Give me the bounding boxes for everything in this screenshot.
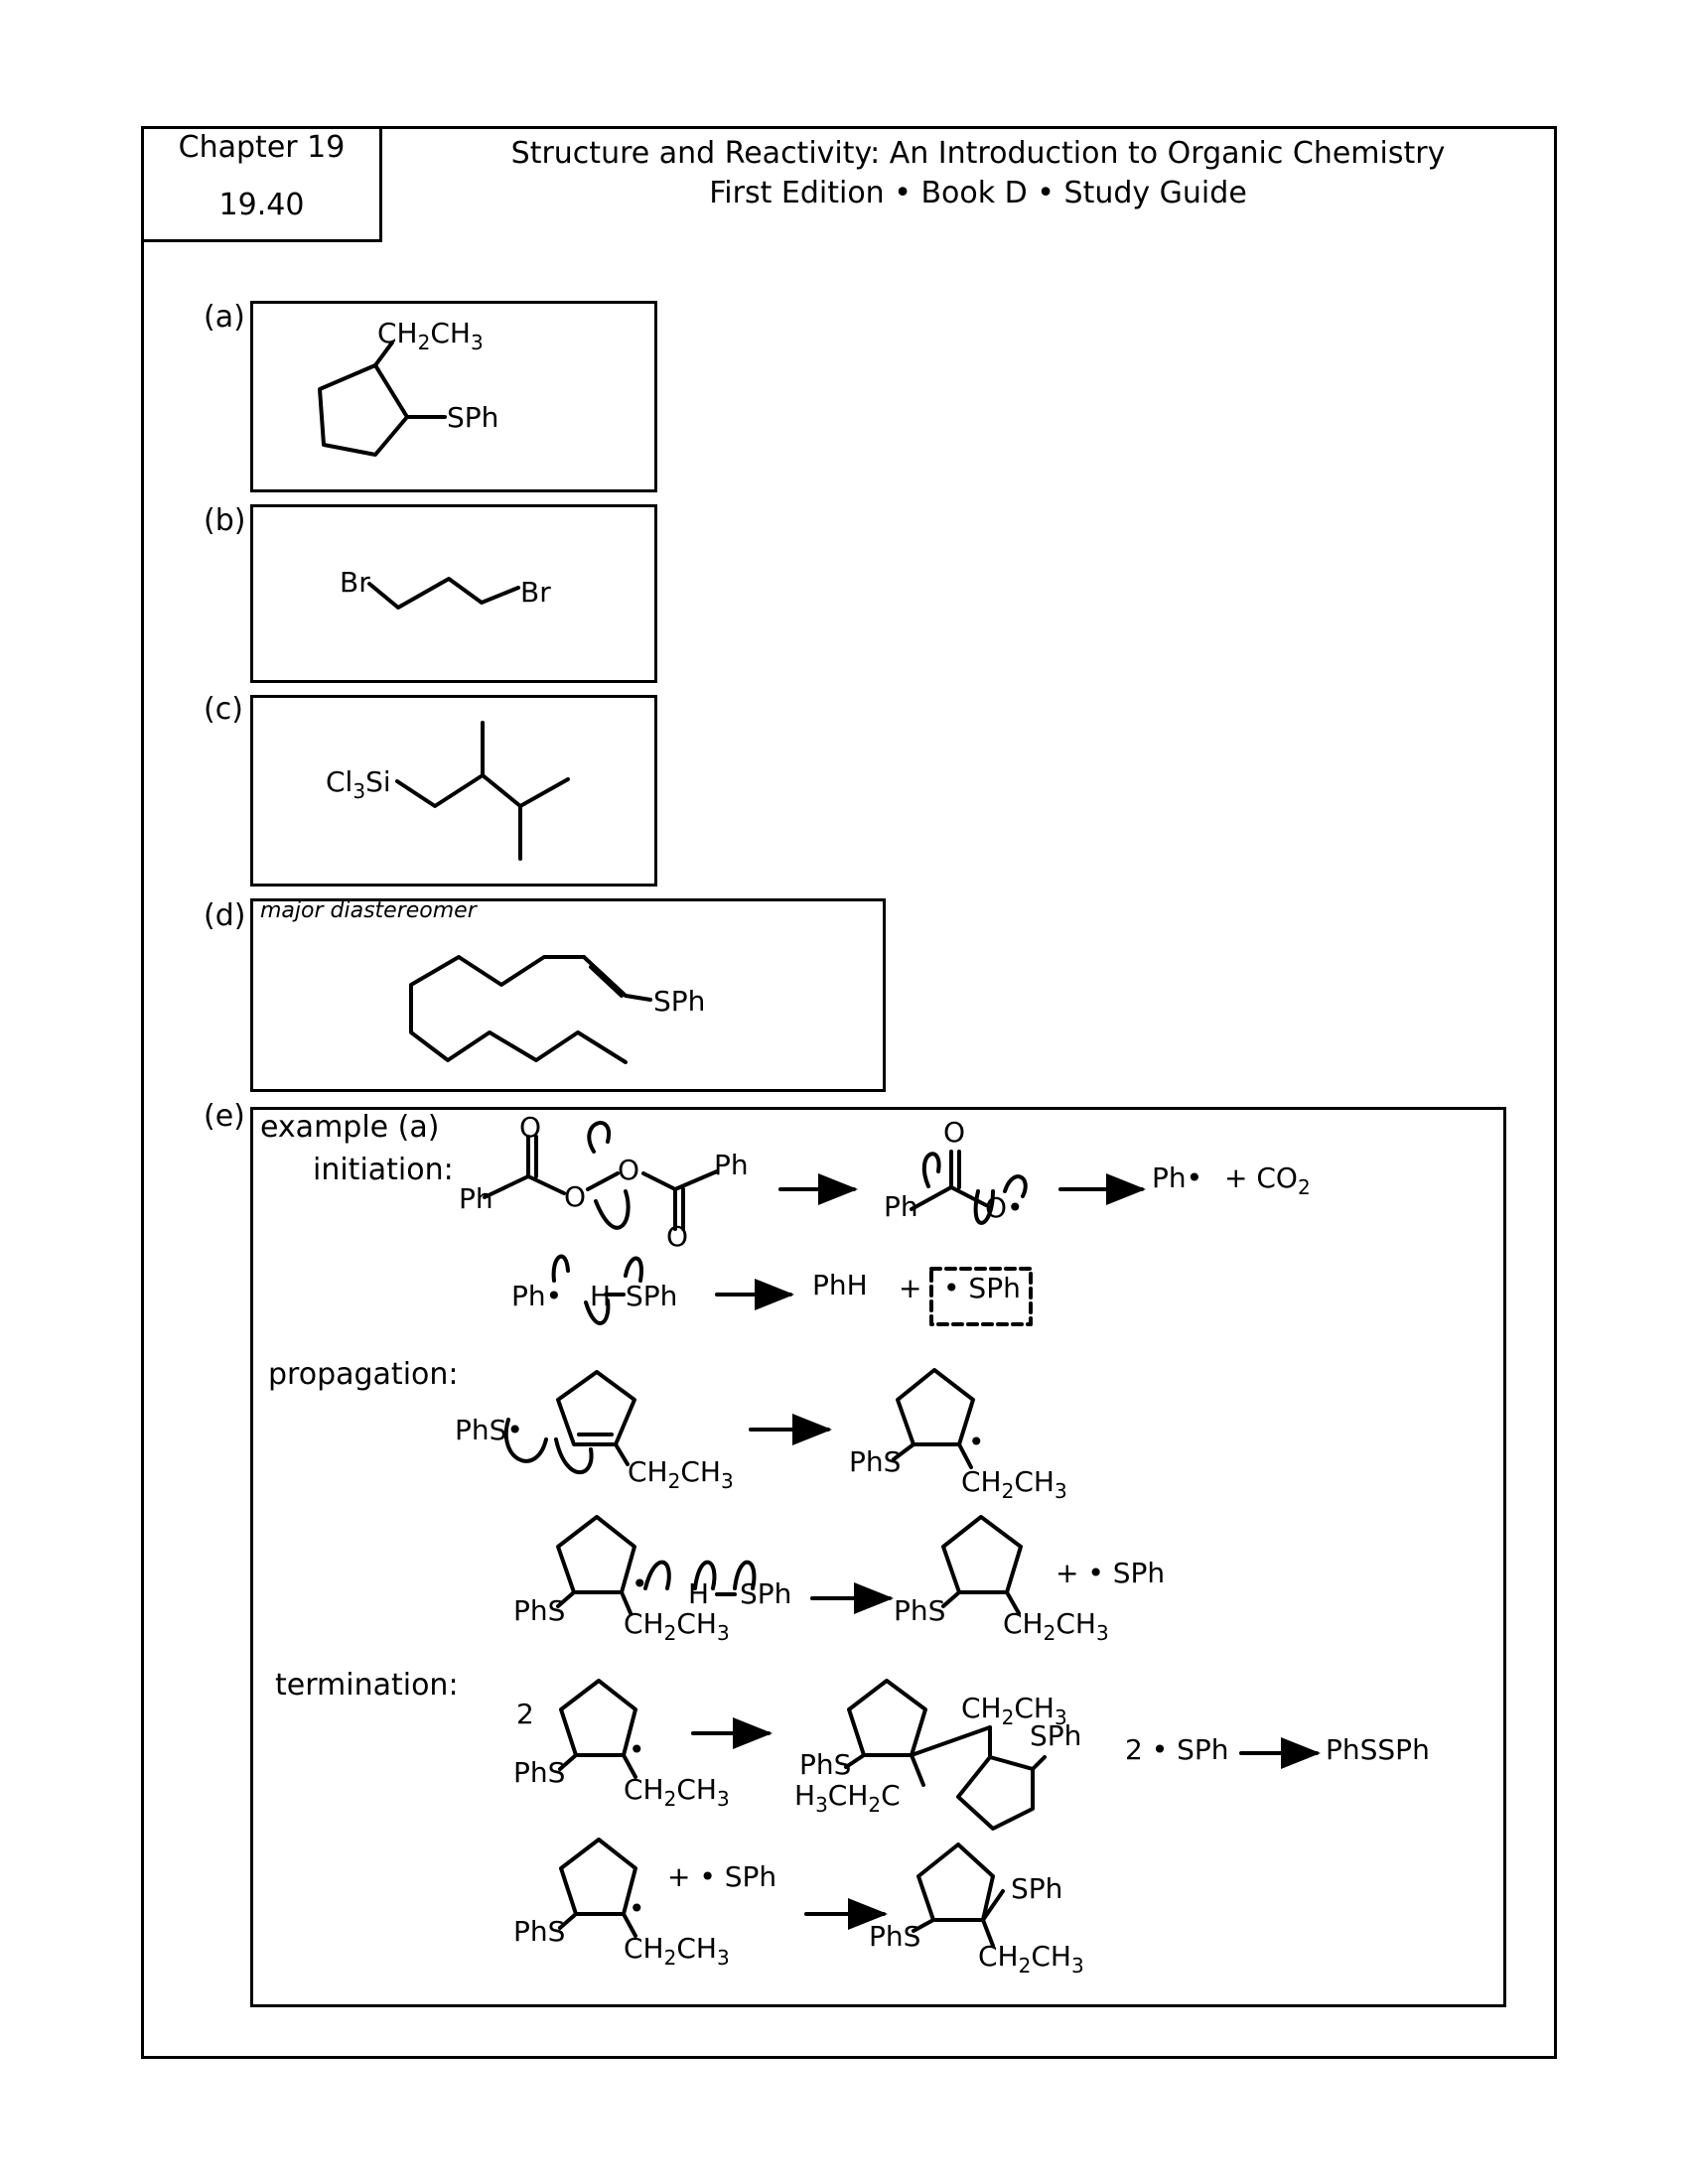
structure-b (367, 577, 520, 610)
page-frame (141, 126, 1557, 2059)
initiation-label: initiation: (313, 1153, 454, 1187)
dimer-product (844, 1679, 1047, 1831)
chapter-label: Chapter 19 (178, 130, 346, 165)
svg-text:PhS: PhS (513, 1915, 565, 1948)
diastereomer-note: major diastereomer (260, 898, 477, 923)
svg-text:O: O (943, 1116, 965, 1149)
svg-text:PhS: PhS (849, 1445, 901, 1478)
svg-text:PhH: PhH (812, 1269, 868, 1301)
propagation-label: propagation: (268, 1357, 459, 1392)
radical-coupling-reactant (558, 1838, 637, 1938)
svg-text:•: • (629, 1892, 645, 1925)
svg-text:PhS•: PhS• (455, 1414, 523, 1446)
svg-text:PhS: PhS (799, 1748, 851, 1781)
part-e-label: (e) (204, 1099, 245, 1134)
structure-d (409, 955, 652, 1064)
svg-text:SPh: SPh (653, 985, 705, 1018)
svg-text:SPh: SPh (1030, 1719, 1081, 1752)
svg-text:H3CH2C: H3CH2C (794, 1779, 901, 1817)
svg-text:PhS: PhS (513, 1756, 565, 1789)
structure-a (318, 341, 447, 457)
svg-text:H: H (688, 1577, 709, 1610)
svg-text:H: H (590, 1280, 611, 1312)
svg-text:O•: O• (985, 1191, 1024, 1224)
svg-text:O: O (618, 1154, 639, 1186)
svg-text:•: • (968, 1426, 985, 1458)
part-d-label: (d) (204, 898, 246, 933)
svg-text:CH2CH3: CH2CH3 (628, 1455, 734, 1493)
book-title: Structure and Reactivity: An Introductio… (510, 136, 1446, 171)
answer-box-c (250, 695, 657, 887)
book-subtitle: First Edition • Book D • Study Guide (709, 176, 1247, 210)
answer-box-a (250, 301, 657, 492)
svg-text:+ • SPh: + • SPh (1055, 1557, 1165, 1589)
svg-text:•: • (632, 1568, 648, 1600)
svg-text:SPh: SPh (1011, 1872, 1062, 1905)
svg-text:CH2CH3: CH2CH3 (624, 1932, 730, 1970)
radical-product-1 (892, 1368, 975, 1469)
svg-text:CH2CH3: CH2CH3 (961, 1465, 1067, 1503)
svg-text:SPh: SPh (626, 1280, 677, 1312)
part-b-label: (b) (204, 503, 246, 538)
structure-c (395, 721, 570, 861)
svg-text:Ph: Ph (714, 1149, 749, 1181)
svg-text:O: O (519, 1111, 541, 1144)
coupling-product (912, 1843, 1005, 1948)
svg-text:Ph: Ph (459, 1182, 493, 1215)
svg-text:CH2CH3: CH2CH3 (961, 1692, 1067, 1729)
benzoyloxy-radical (910, 1150, 1028, 1225)
svg-text:PhS: PhS (894, 1594, 945, 1627)
svg-text:CH2CH3: CH2CH3 (624, 1773, 730, 1811)
radical-dimer-reactant (558, 1679, 637, 1779)
cyclopentene (503, 1370, 636, 1475)
answer-box-d (250, 898, 886, 1092)
termination-label: termination: (275, 1668, 459, 1703)
svg-text:+ • SPh: + • SPh (667, 1860, 776, 1893)
svg-text:SPh: SPh (740, 1577, 791, 1610)
answer-box-e (250, 1107, 1506, 2007)
svg-text:+ CO2: + CO2 (1224, 1161, 1311, 1199)
svg-text:CH2CH3: CH2CH3 (1003, 1607, 1109, 1645)
h-abstraction-arrows (551, 1254, 643, 1325)
svg-text:Ph•: Ph• (511, 1280, 562, 1312)
svg-text:Cl3Si: Cl3Si (326, 765, 391, 803)
svg-text:O: O (666, 1220, 688, 1253)
problem-number: 19.40 (218, 188, 305, 222)
answer-box-b (250, 504, 657, 683)
svg-text:CH2CH3: CH2CH3 (377, 317, 484, 354)
svg-text:CH2CH3: CH2CH3 (978, 1940, 1084, 1978)
svg-text:Br: Br (520, 576, 551, 609)
svg-text:Br: Br (340, 566, 370, 599)
svg-text:SPh: SPh (447, 401, 498, 434)
svg-text:Ph: Ph (884, 1190, 918, 1223)
chapter-box (141, 126, 382, 242)
radical-plus-hsph (556, 1515, 757, 1615)
part-a-label: (a) (204, 300, 245, 335)
sulfide-product (941, 1515, 1023, 1615)
svg-text:CH2CH3: CH2CH3 (624, 1607, 730, 1645)
svg-text:• SPh: • SPh (943, 1272, 1021, 1304)
example-subtitle: example (a) (260, 1110, 440, 1145)
svg-text:PhSSPh: PhSSPh (1326, 1733, 1430, 1766)
benzoyl-peroxide (483, 1121, 719, 1231)
svg-text:PhS: PhS (513, 1594, 565, 1627)
svg-text:+: + (899, 1272, 921, 1304)
svg-text:•: • (629, 1733, 645, 1766)
sph-radical-box (929, 1267, 1033, 1326)
svg-text:2 • SPh: 2 • SPh (1125, 1733, 1229, 1766)
svg-text:2: 2 (516, 1698, 534, 1730)
svg-text:Ph•: Ph• (1152, 1161, 1202, 1194)
part-c-label: (c) (204, 692, 243, 727)
svg-text:PhS: PhS (869, 1920, 920, 1953)
svg-text:O: O (564, 1180, 586, 1213)
